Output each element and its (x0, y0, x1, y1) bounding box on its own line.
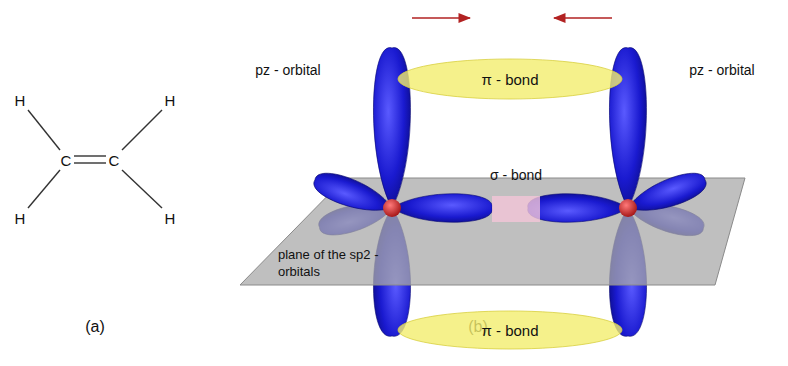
orbital-lobe (623, 167, 710, 221)
orbital-lobe (392, 194, 492, 223)
pi-bond-ellipse (398, 59, 622, 99)
pi-bond-region: π - bond (397, 58, 623, 100)
carbon-atom (619, 199, 637, 217)
orbital-lobe (310, 167, 397, 221)
carbon-atom (383, 199, 401, 217)
part-label: (a) (85, 318, 105, 335)
pi-bond-ellipse (398, 311, 622, 349)
atom-symbol: H (15, 210, 26, 227)
atom-symbol: H (15, 92, 26, 109)
atom-symbol: H (165, 210, 176, 227)
upper-lobes (310, 48, 710, 223)
bond-lines (28, 110, 162, 208)
bond-label: π - bond (481, 322, 538, 339)
sigma-overlap (492, 196, 540, 222)
part-label: pz - orbital (689, 62, 754, 79)
orbital-lobe (528, 194, 628, 223)
bond-label: π - bond (481, 71, 538, 88)
part-label: plane of the sp2 - orbitals (278, 246, 388, 280)
push-arrow (554, 17, 612, 19)
part-label: pz - orbital (255, 62, 320, 79)
atom-symbol: H (165, 92, 176, 109)
atom-symbol: C (109, 152, 120, 169)
pi-bond-region: π - bond (397, 310, 623, 350)
part-label: σ - bond (490, 167, 542, 184)
atom-symbol: C (61, 152, 72, 169)
push-arrow (412, 17, 470, 19)
